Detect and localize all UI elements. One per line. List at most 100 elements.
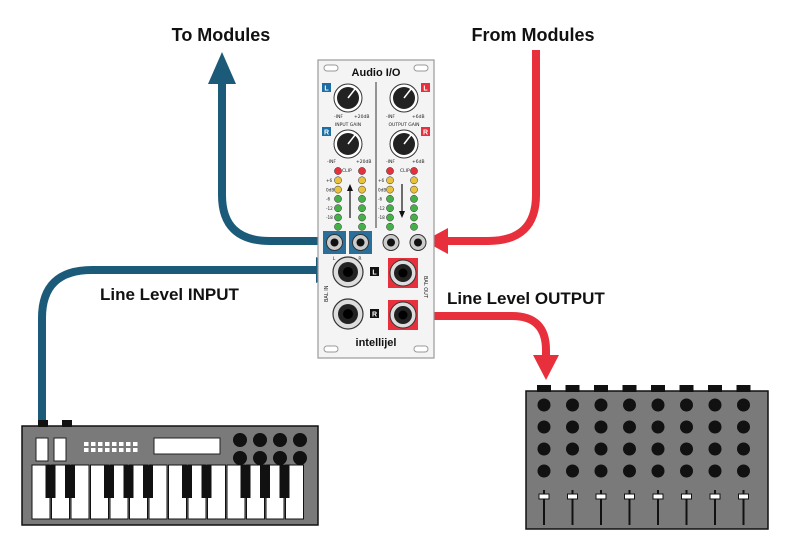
keyboard-pad[interactable] bbox=[91, 442, 96, 446]
keyboard-pad[interactable] bbox=[98, 448, 103, 452]
keyboard-pad[interactable] bbox=[98, 442, 103, 446]
mixer-knob[interactable] bbox=[566, 420, 579, 434]
mixer-knob[interactable] bbox=[680, 464, 693, 478]
mixer-knob[interactable] bbox=[708, 464, 722, 478]
black-key[interactable] bbox=[104, 465, 114, 498]
input-knob-max: +20dB bbox=[354, 114, 369, 120]
mixer-knob[interactable] bbox=[537, 398, 551, 412]
mixer-knob[interactable] bbox=[594, 398, 608, 412]
bal-out-jack-r[interactable] bbox=[388, 300, 418, 330]
mixer-knob[interactable] bbox=[708, 420, 722, 434]
fader-cap[interactable] bbox=[652, 493, 664, 500]
black-key[interactable] bbox=[143, 465, 153, 498]
mixer-knob[interactable] bbox=[623, 442, 636, 456]
output-gain-knob-l[interactable] bbox=[389, 83, 419, 113]
mixer-knob[interactable] bbox=[566, 464, 579, 478]
fader-cap[interactable] bbox=[595, 493, 607, 500]
black-key[interactable] bbox=[65, 465, 75, 498]
keyboard-knob[interactable] bbox=[293, 433, 307, 447]
input-knob-max-2: +20dB bbox=[356, 159, 371, 165]
fader-cap[interactable] bbox=[709, 493, 721, 500]
mixer-knob[interactable] bbox=[680, 398, 693, 412]
black-key[interactable] bbox=[123, 465, 134, 498]
mixer-knob[interactable] bbox=[651, 420, 665, 434]
mixer-knob[interactable] bbox=[737, 464, 750, 478]
mixer-knob[interactable] bbox=[566, 398, 579, 412]
keyboard-knob[interactable] bbox=[273, 433, 287, 447]
mixer-knob[interactable] bbox=[737, 398, 750, 412]
black-key[interactable] bbox=[279, 465, 290, 498]
mixer-knob[interactable] bbox=[680, 442, 693, 456]
keyboard-pad[interactable] bbox=[112, 448, 117, 452]
mixer-knob[interactable] bbox=[737, 420, 750, 434]
black-key[interactable] bbox=[45, 465, 56, 498]
fader-cap[interactable] bbox=[681, 493, 692, 500]
black-key[interactable] bbox=[240, 465, 251, 498]
keyboard-knob[interactable] bbox=[273, 451, 287, 465]
mixer-connector bbox=[708, 385, 722, 392]
input-gain-knob-l[interactable] bbox=[333, 83, 363, 113]
mixer-knob[interactable] bbox=[737, 442, 750, 456]
fader-cap[interactable] bbox=[538, 493, 550, 500]
keyboard-pad[interactable] bbox=[119, 442, 124, 446]
clip-label-left: CLIP bbox=[342, 168, 352, 174]
jack-out-l[interactable] bbox=[382, 234, 400, 251]
bal-in-jack-r[interactable] bbox=[332, 298, 364, 330]
black-key[interactable] bbox=[201, 465, 212, 498]
keyboard-knob[interactable] bbox=[253, 451, 267, 465]
meter-led bbox=[410, 222, 418, 231]
keyboard-pad[interactable] bbox=[84, 442, 89, 446]
mixer-knob[interactable] bbox=[566, 442, 579, 456]
jack-in-r[interactable] bbox=[349, 231, 372, 254]
mixer-knob[interactable] bbox=[623, 420, 636, 434]
jack-in-l[interactable] bbox=[323, 231, 346, 254]
meter-led bbox=[386, 195, 394, 203]
bal-out-jack-l[interactable] bbox=[388, 258, 418, 288]
output-knob-min-2: -INF bbox=[386, 159, 395, 165]
input-gain-label: INPUT GAIN bbox=[335, 122, 361, 128]
keyboard-pad[interactable] bbox=[105, 442, 110, 446]
keyboard-pad[interactable] bbox=[126, 448, 131, 452]
keyboard-pad[interactable] bbox=[133, 448, 138, 452]
keyboard-pad[interactable] bbox=[126, 442, 131, 446]
keyboard-pad[interactable] bbox=[112, 442, 117, 446]
fader-cap[interactable] bbox=[738, 493, 749, 500]
fader-cap[interactable] bbox=[624, 493, 635, 500]
mixer-knob[interactable] bbox=[680, 420, 693, 434]
bal-in-jack-l[interactable] bbox=[332, 256, 364, 288]
keyboard-pad[interactable] bbox=[119, 448, 124, 452]
black-key[interactable] bbox=[182, 465, 192, 498]
black-key[interactable] bbox=[260, 465, 270, 498]
mixer-knob[interactable] bbox=[594, 464, 608, 478]
jack-out-r[interactable] bbox=[409, 234, 427, 251]
input-knob-min: -INF bbox=[334, 114, 343, 120]
mixer-knob[interactable] bbox=[651, 464, 665, 478]
mixer-knob[interactable] bbox=[623, 464, 636, 478]
mixer-knob[interactable] bbox=[623, 398, 636, 412]
keyboard-pad[interactable] bbox=[84, 448, 89, 452]
output-gain-knob-r[interactable] bbox=[389, 129, 419, 159]
mixer-knob[interactable] bbox=[537, 420, 551, 434]
keyboard-pad[interactable] bbox=[105, 448, 110, 452]
keyboard-knob[interactable] bbox=[233, 433, 247, 447]
keyboard-pad[interactable] bbox=[91, 448, 96, 452]
meter-led bbox=[358, 167, 366, 175]
input-gain-knob-r[interactable] bbox=[333, 129, 363, 159]
keyboard-knob[interactable] bbox=[253, 433, 267, 447]
keyboard-pad[interactable] bbox=[133, 442, 138, 446]
mixer-knob[interactable] bbox=[708, 442, 722, 456]
mixer-knob[interactable] bbox=[651, 442, 665, 456]
meter-scale-label: +6 bbox=[378, 178, 385, 183]
keyboard-knob[interactable] bbox=[293, 451, 307, 465]
mixer-knob[interactable] bbox=[594, 442, 608, 456]
mixer-knob[interactable] bbox=[537, 442, 551, 456]
mixer-knob[interactable] bbox=[537, 464, 551, 478]
fader-cap[interactable] bbox=[567, 493, 578, 500]
keyboard-knob[interactable] bbox=[233, 451, 247, 465]
mixer-knob[interactable] bbox=[594, 420, 608, 434]
mixer-knob[interactable] bbox=[708, 398, 722, 412]
line-input-cable bbox=[38, 266, 322, 428]
mixer-knob[interactable] bbox=[651, 398, 665, 412]
